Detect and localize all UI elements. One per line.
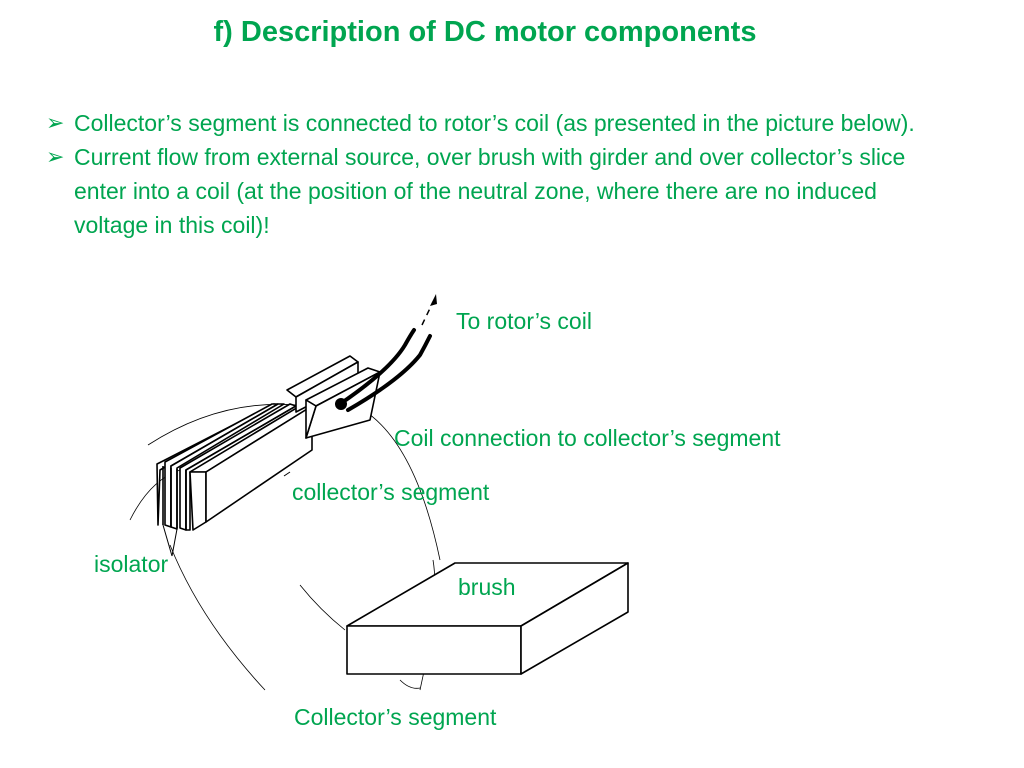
coil-solder-point bbox=[335, 398, 347, 410]
arrow-bullet-icon: ➢ bbox=[46, 144, 65, 169]
bullet-text: Collector’s segment is connected to roto… bbox=[74, 110, 915, 136]
arrow-bullet-icon: ➢ bbox=[46, 110, 65, 135]
bullet-item: ➢ Current flow from external source, ove… bbox=[44, 140, 994, 242]
to-rotor-arrow bbox=[421, 294, 437, 326]
bullet-text: Current flow from external source, over … bbox=[74, 144, 906, 238]
isolator-pointer-lines bbox=[162, 524, 178, 557]
isolator-label: isolator bbox=[94, 551, 169, 577]
collector-segments bbox=[156, 403, 313, 531]
coil-connection-label: Coil connection to collector’s segment bbox=[394, 425, 781, 451]
segment-pointer-line bbox=[283, 471, 291, 477]
collector-segment-label: collector’s segment bbox=[292, 479, 490, 505]
brush-label: brush bbox=[458, 574, 516, 600]
collector-segment-caption: Collector’s segment bbox=[294, 704, 497, 730]
to-rotor-coil-label: To rotor’s coil bbox=[456, 308, 592, 334]
brush-block bbox=[346, 562, 629, 675]
slide-title: f) Description of DC motor components bbox=[213, 16, 757, 48]
rotor-coil-wires bbox=[338, 328, 432, 412]
bullet-item: ➢ Collector’s segment is connected to ro… bbox=[44, 106, 994, 140]
bullet-list: ➢ Collector’s segment is connected to ro… bbox=[44, 106, 994, 242]
arrow-head-icon bbox=[430, 294, 437, 306]
